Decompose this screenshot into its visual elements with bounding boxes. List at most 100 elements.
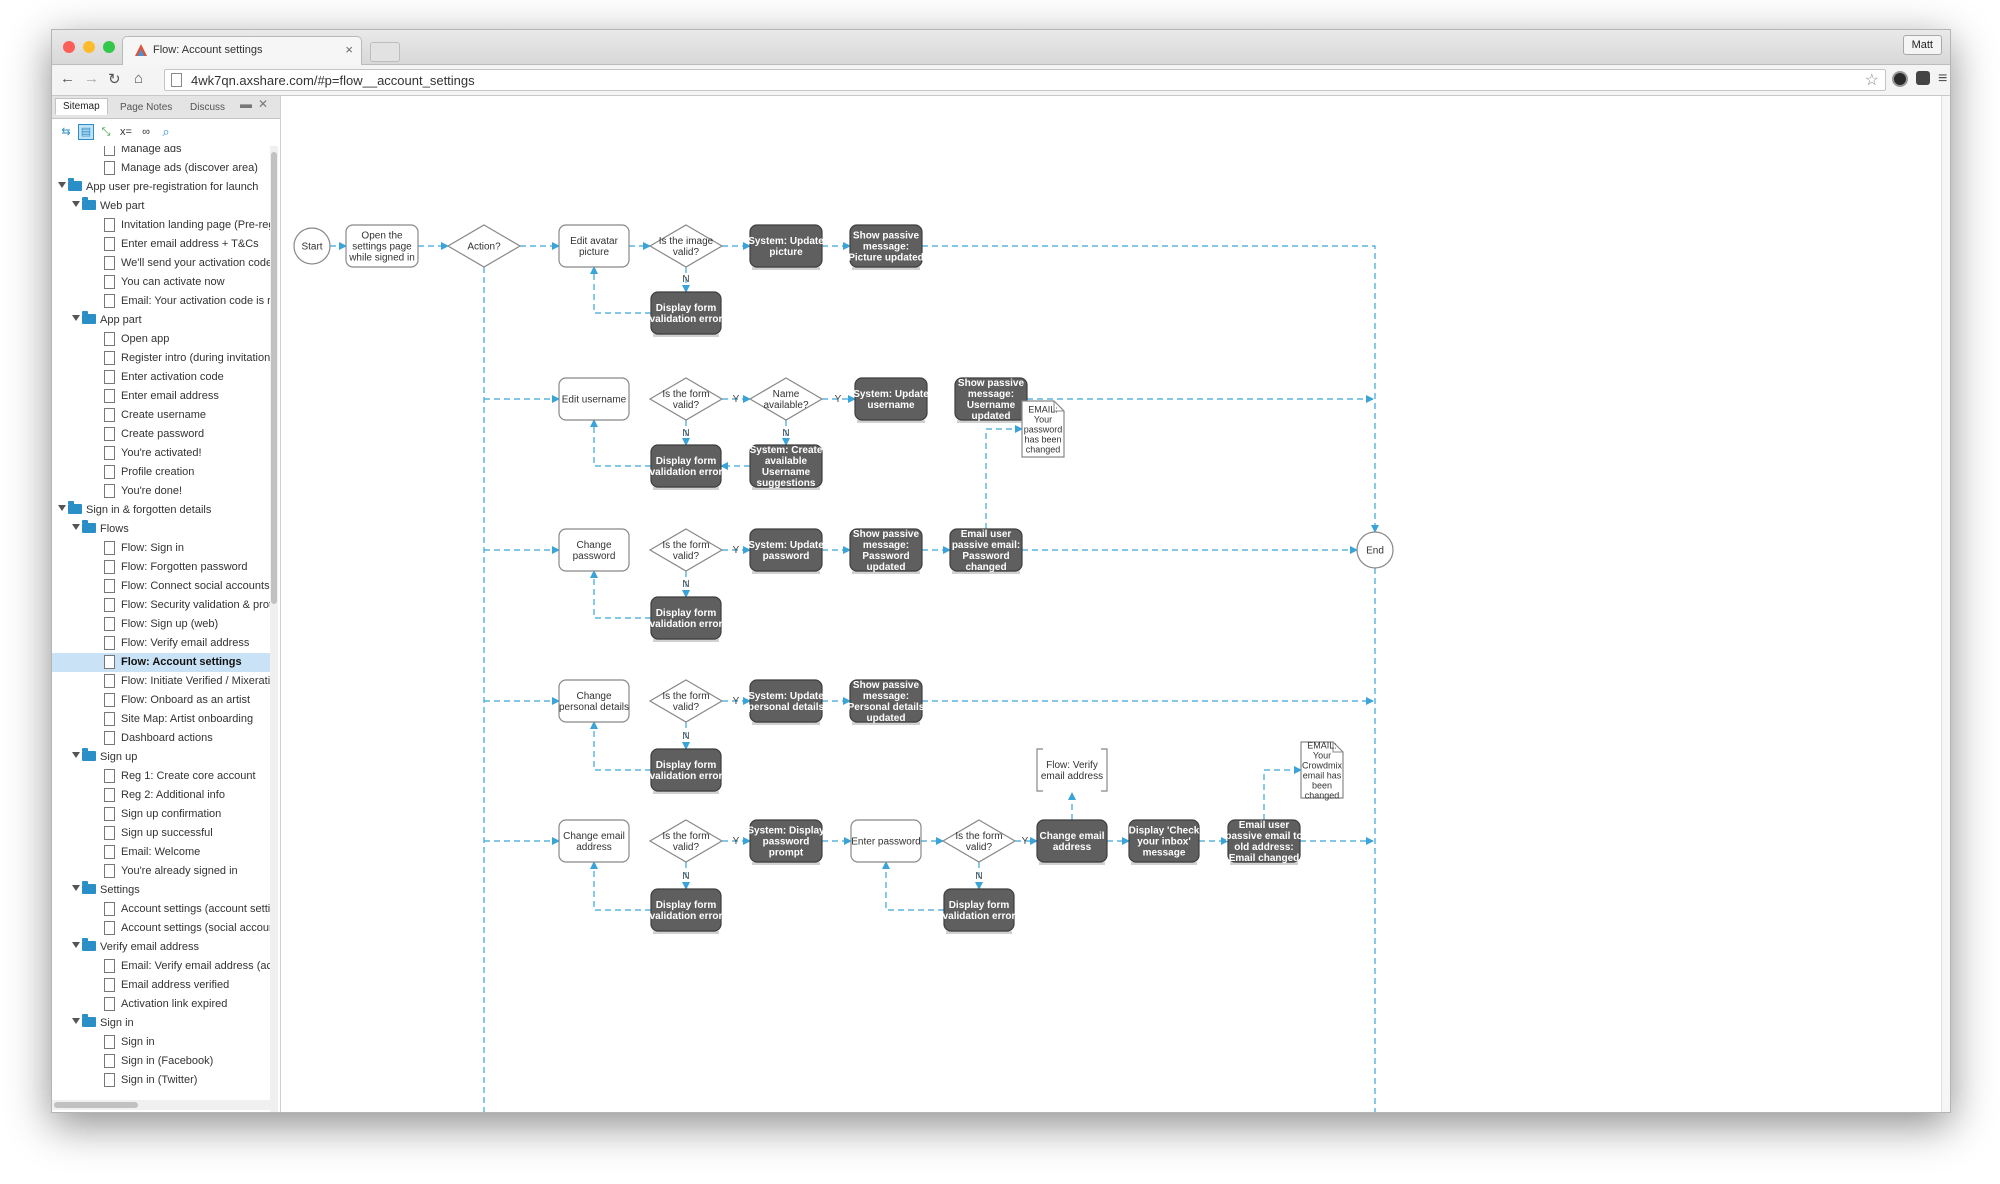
sitemap-page[interactable]: Enter activation code bbox=[52, 368, 270, 387]
sitemap-tool-icon[interactable]: ⇆ bbox=[61, 126, 71, 138]
sitemap-page[interactable]: Flow: Sign up (web) bbox=[52, 615, 270, 634]
sitemap-page[interactable]: Flow: Security validation & prot bbox=[52, 596, 270, 615]
sidebar-collapse-close-icon[interactable]: ▬✕ bbox=[239, 97, 274, 111]
tab-page-notes[interactable]: Page Notes bbox=[120, 102, 173, 113]
variables-tool-icon[interactable]: ▤ bbox=[78, 124, 94, 140]
home-icon[interactable]: ⌂ bbox=[134, 70, 144, 87]
sitemap-page[interactable]: Flow: Verify email address bbox=[52, 634, 270, 653]
sitemap-page[interactable]: Sign up successful bbox=[52, 824, 270, 843]
forward-icon[interactable]: → bbox=[84, 70, 99, 87]
maximize-window-icon[interactable] bbox=[103, 41, 115, 53]
sitemap-page[interactable]: We'll send your activation code bbox=[52, 254, 270, 273]
start-node[interactable]: Start bbox=[293, 227, 331, 265]
bookmark-star-icon[interactable]: ☆ bbox=[1864, 72, 1879, 89]
sitemap-page[interactable]: Flow: Initiate Verified / Mixerati bbox=[52, 672, 270, 691]
browser-tab[interactable]: Flow: Account settings × bbox=[122, 36, 362, 65]
sitemap-page[interactable]: Enter email address + T&Cs bbox=[52, 235, 270, 254]
sitemap-page[interactable]: Sign up confirmation bbox=[52, 805, 270, 824]
sitemap-page[interactable]: You're already signed in bbox=[52, 862, 270, 881]
sidebar-scrollbar[interactable] bbox=[270, 146, 278, 1112]
sitemap-page[interactable]: Flow: Connect social accounts bbox=[52, 577, 270, 596]
tab-sitemap[interactable]: Sitemap bbox=[55, 98, 108, 115]
back-icon[interactable]: ← bbox=[60, 70, 75, 87]
sitemap-folder[interactable]: Sign in bbox=[52, 1014, 270, 1033]
sitemap-page[interactable]: Manage ads (discover area) bbox=[52, 159, 270, 178]
expand-arrow-icon[interactable] bbox=[72, 1018, 80, 1024]
sitemap-page[interactable]: Create username bbox=[52, 406, 270, 425]
edit-username-node[interactable]: Edit username bbox=[558, 377, 630, 421]
address-bar[interactable]: 4wk7qn.axshare.com/#p=flow__account_sett… bbox=[164, 69, 1886, 91]
sitemap-page[interactable]: Email: Welcome bbox=[52, 843, 270, 862]
sitemap-page[interactable]: Site Map: Artist onboarding bbox=[52, 710, 270, 729]
canvas-scrollbar[interactable] bbox=[1941, 96, 1950, 1112]
sitemap-page[interactable]: Create password bbox=[52, 425, 270, 444]
expand-arrow-icon[interactable] bbox=[58, 182, 66, 188]
menu-icon[interactable]: ≡ bbox=[1938, 70, 1948, 87]
sitemap-page[interactable]: Invitation landing page (Pre-reg bbox=[52, 216, 270, 235]
sitemap-folder[interactable]: Verify email address bbox=[52, 938, 270, 957]
close-tab-icon[interactable]: × bbox=[345, 42, 353, 57]
close-window-icon[interactable] bbox=[63, 41, 75, 53]
sitemap-page[interactable]: You can activate now bbox=[52, 273, 270, 292]
expand-arrow-icon[interactable] bbox=[72, 752, 80, 758]
sitemap-folder[interactable]: Sign up bbox=[52, 748, 270, 767]
sitemap-page[interactable]: Account settings (account setti bbox=[52, 900, 270, 919]
sitemap-folder[interactable]: App part bbox=[52, 311, 270, 330]
expressions-tool-icon[interactable]: x= bbox=[120, 126, 132, 138]
expand-arrow-icon[interactable] bbox=[72, 942, 80, 948]
sitemap-page[interactable]: Sign in (Facebook) bbox=[52, 1052, 270, 1071]
sitemap-page[interactable]: You're done! bbox=[52, 482, 270, 501]
link-tool-icon[interactable]: ∞ bbox=[142, 126, 150, 138]
sitemap-page[interactable]: Enter email address bbox=[52, 387, 270, 406]
expand-arrow-icon[interactable] bbox=[72, 315, 80, 321]
reload-icon[interactable]: ↻ bbox=[108, 71, 121, 88]
sitemap-page[interactable]: You're activated! bbox=[52, 444, 270, 463]
new-tab-button[interactable] bbox=[370, 42, 400, 62]
expand-arrow-icon[interactable] bbox=[58, 505, 66, 511]
action-decision[interactable]: Action? bbox=[446, 224, 522, 268]
sitemap-page[interactable]: Flow: Onboard as an artist bbox=[52, 691, 270, 710]
username-suggestions-node[interactable]: System: CreateavailableUsernamesuggestio… bbox=[749, 444, 823, 490]
expand-arrow-icon[interactable] bbox=[72, 885, 80, 891]
sitemap-folder[interactable]: App user pre-registration for launch bbox=[52, 178, 270, 197]
sidebar-scroll-thumb[interactable] bbox=[271, 152, 277, 604]
sitemap-page[interactable]: Sign in bbox=[52, 1033, 270, 1052]
search-icon[interactable]: ⌕ bbox=[162, 124, 170, 139]
sitemap-page[interactable]: Flow: Account settings bbox=[52, 653, 270, 672]
sitemap-folder[interactable]: Sign in & forgotten details bbox=[52, 501, 270, 520]
extension-icon[interactable] bbox=[1892, 71, 1908, 87]
sitemap-page[interactable]: Dashboard actions bbox=[52, 729, 270, 748]
sitemap-page[interactable]: Email: Verify email address (ac bbox=[52, 957, 270, 976]
sitemap-page[interactable]: Sign in (Twitter) bbox=[52, 1071, 270, 1090]
sitemap-page[interactable]: Manage ads bbox=[52, 146, 270, 159]
sitemap-page[interactable]: Register intro (during invitation bbox=[52, 349, 270, 368]
tab-discuss[interactable]: Discuss bbox=[190, 102, 226, 113]
sitemap-folder[interactable]: Web part bbox=[52, 197, 270, 216]
sitemap-page[interactable]: Reg 2: Additional info bbox=[52, 786, 270, 805]
sidebar-hscrollbar[interactable] bbox=[52, 1100, 270, 1110]
